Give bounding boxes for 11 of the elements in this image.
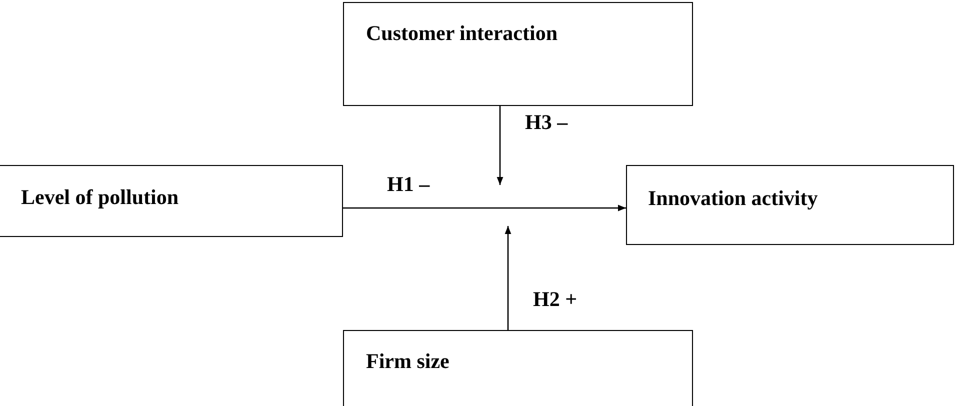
node-label: Level of pollution	[21, 185, 179, 210]
arrow	[504, 226, 512, 330]
node-label: Firm size	[366, 349, 450, 374]
process-box	[343, 2, 693, 106]
arrow	[343, 204, 626, 212]
process-box	[626, 165, 954, 245]
arrow	[496, 106, 504, 185]
node-label: Customer interaction	[366, 21, 558, 46]
process-box	[0, 165, 343, 237]
process-box	[343, 330, 693, 406]
node-label: Innovation activity	[648, 186, 818, 211]
